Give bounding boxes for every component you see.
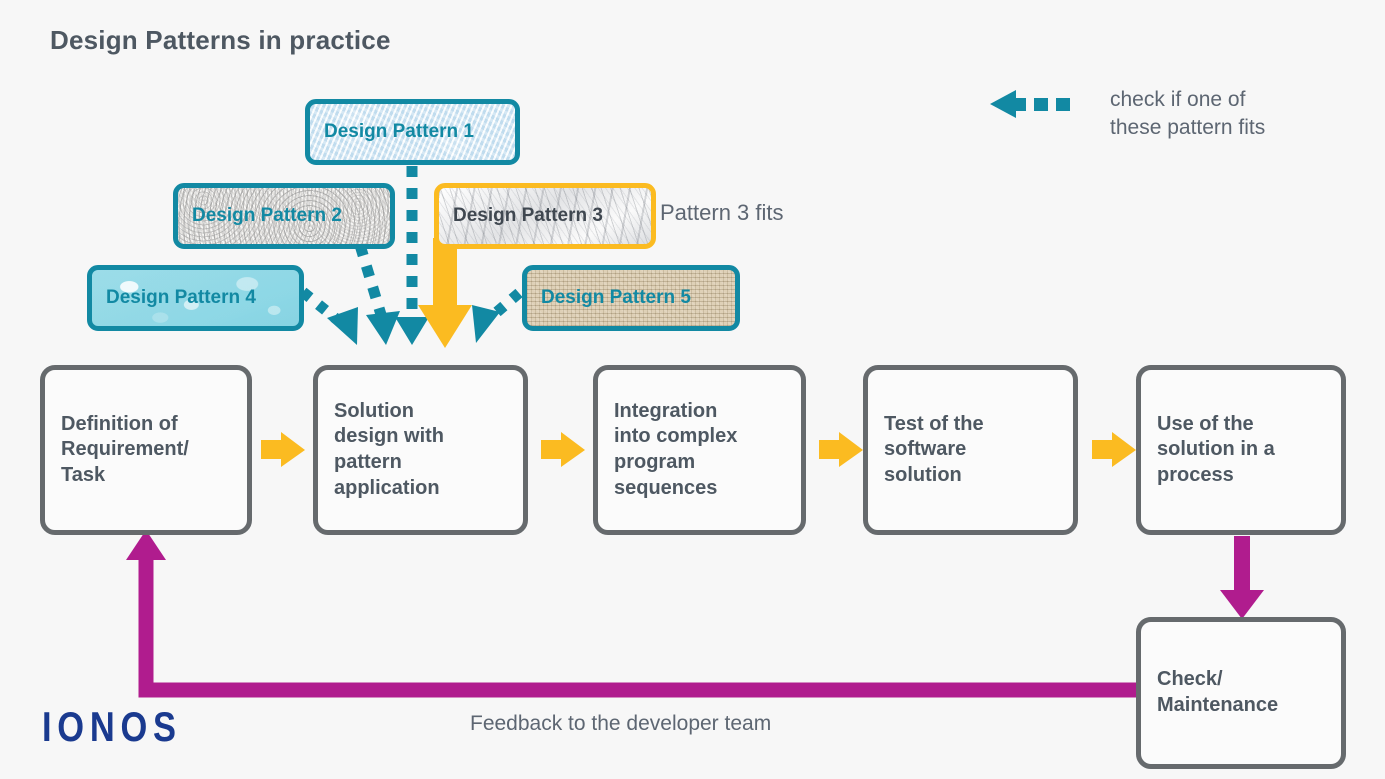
- arrowhead-pattern2: [366, 311, 400, 345]
- pattern-label-4: Design Pattern 4: [106, 287, 256, 308]
- pattern-box-4[interactable]: Design Pattern 4: [87, 265, 304, 331]
- step-arrow-4: [1092, 432, 1136, 467]
- ionos-logo: IONOS: [42, 703, 182, 750]
- magenta-feedback-loop: [138, 551, 1136, 698]
- process-label-4: Test of the software solution: [884, 412, 984, 486]
- legend-text: check if one of these pattern fits: [1110, 88, 1266, 139]
- pattern-label-3: Design Pattern 3: [453, 205, 603, 226]
- pattern-box-1[interactable]: Design Pattern 1: [305, 99, 520, 165]
- dashed-arrow-pattern5: [486, 288, 523, 323]
- process-label-check: Check/ Maintenance: [1157, 668, 1279, 716]
- process-box-solution-design[interactable]: Solution design with pattern application: [313, 365, 528, 535]
- magenta-arrow-down: [1220, 536, 1264, 619]
- pattern-label-2: Design Pattern 2: [192, 205, 342, 226]
- legend: check if one of these pattern fits: [990, 88, 1265, 141]
- arrowhead-pattern1: [395, 317, 429, 345]
- pattern-fits-label: Pattern 3 fits: [660, 200, 784, 225]
- arrowhead-pattern4: [327, 307, 358, 345]
- step-arrow-1: [261, 432, 305, 467]
- dashed-arrow-pattern2: [354, 243, 388, 320]
- process-label-1: Definition of Requirement/ Task: [61, 412, 189, 486]
- dashed-arrow-left-icon: [990, 90, 1070, 118]
- solid-arrow-pattern3: [418, 238, 472, 348]
- pattern-box-3[interactable]: Design Pattern 3: [434, 183, 656, 249]
- process-label-3: Integration into complex program sequenc…: [614, 399, 738, 499]
- process-label-5: Use of the solution in a process: [1157, 412, 1275, 486]
- process-box-test[interactable]: Test of the software solution: [863, 365, 1078, 535]
- dashed-arrow-pattern4: [299, 287, 344, 327]
- page-title: Design Patterns in practice: [50, 25, 391, 55]
- step-arrow-3: [819, 432, 863, 467]
- step-arrow-2: [541, 432, 585, 467]
- pattern-label-1: Design Pattern 1: [324, 121, 474, 142]
- process-box-use[interactable]: Use of the solution in a process: [1136, 365, 1346, 535]
- pattern-label-5: Design Pattern 5: [541, 287, 691, 308]
- pattern-box-5[interactable]: Design Pattern 5: [522, 265, 740, 331]
- process-box-check-maintenance[interactable]: Check/ Maintenance: [1136, 617, 1346, 769]
- arrowhead-pattern5: [472, 305, 500, 343]
- process-box-definition[interactable]: Definition of Requirement/ Task: [40, 365, 252, 535]
- process-box-integration[interactable]: Integration into complex program sequenc…: [593, 365, 806, 535]
- process-label-2: Solution design with pattern application: [334, 399, 444, 499]
- feedback-label: Feedback to the developer team: [470, 712, 772, 735]
- pattern-box-2[interactable]: Design Pattern 2: [173, 183, 395, 249]
